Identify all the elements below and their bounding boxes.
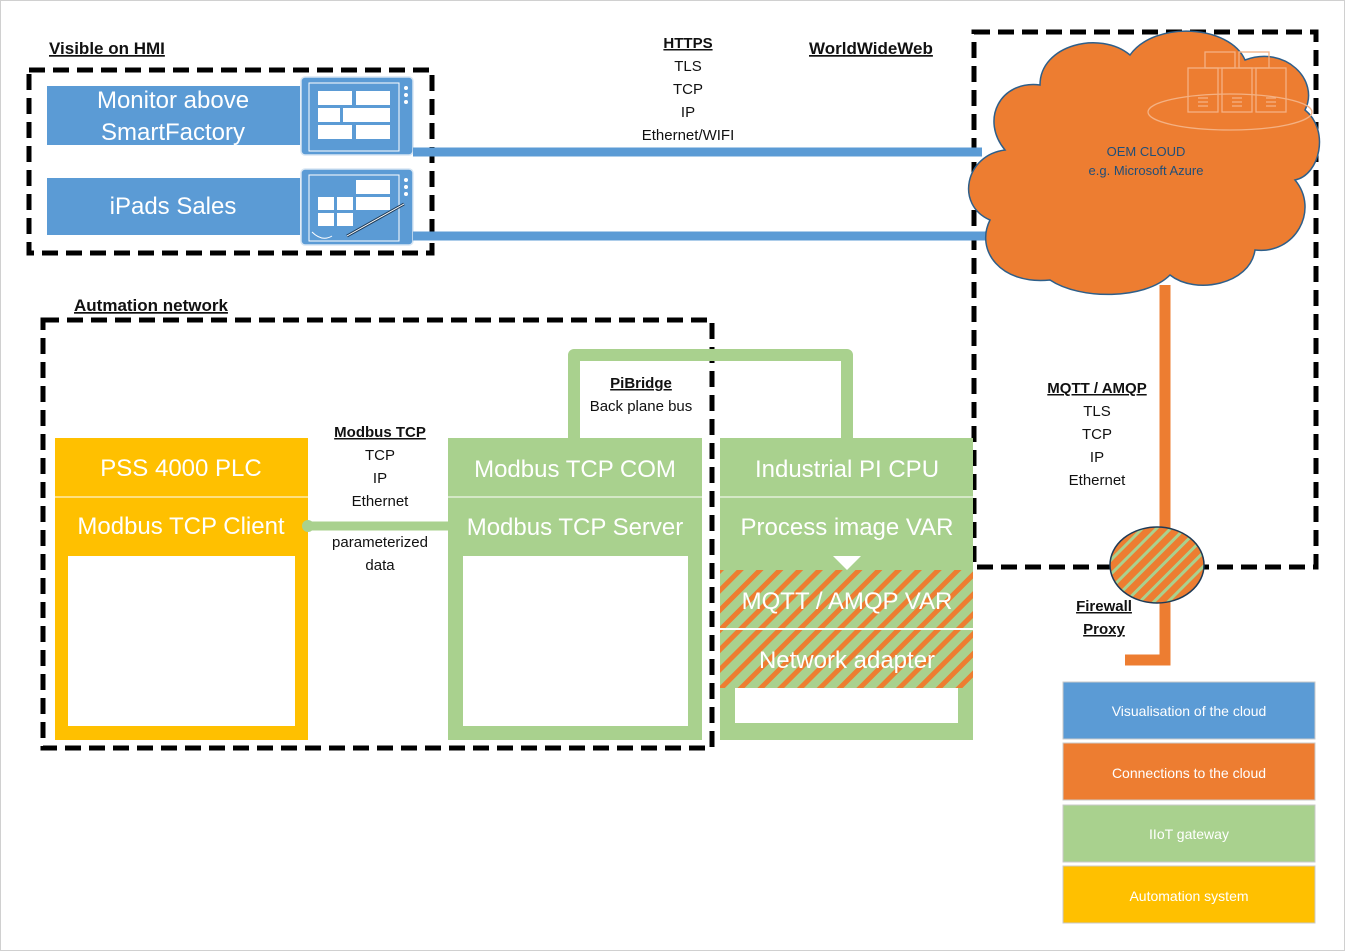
legend: Visualisation of the cloud Connections t… (1062, 681, 1316, 924)
modbus-note-line1: parameterized (332, 534, 428, 551)
legend-swatch-yellow (1062, 865, 1316, 924)
section-label-automation: Autmation network (74, 296, 228, 315)
legend-label-yellow: Automation system (1129, 888, 1248, 904)
ipads-label-box (47, 178, 300, 235)
modbus-stack-layer-1: TCP (365, 447, 395, 464)
cloud-label-line1: OEM CLOUD (1107, 144, 1186, 159)
legend-swatch-green (1062, 804, 1316, 863)
mqtt-stack-layer-3: IP (1090, 449, 1104, 466)
cpu-mqtt-label: MQTT / AMQP VAR (742, 588, 953, 615)
cpu-adapter-label: Network adapter (759, 647, 935, 674)
mqtt-stack-layer-1: TLS (1083, 403, 1111, 420)
modbus-stack-layer-3: Ethernet (352, 493, 410, 510)
com-server-label: Modbus TCP Server (467, 514, 684, 541)
oem-cloud (967, 30, 1321, 296)
section-label-hmi: Visible on HMI (49, 39, 165, 58)
legend-label-blue: Visualisation of the cloud (1112, 703, 1267, 719)
https-stack-layer-1: TLS (674, 58, 702, 75)
ipads-label: iPads Sales (110, 193, 237, 220)
cpu-process-label: Process image VAR (741, 514, 954, 541)
server-rack-icon (1147, 51, 1313, 131)
legend-swatch-orange (1062, 742, 1316, 801)
modbus-link-end (302, 520, 314, 532)
cloud-label-line2: e.g. Microsoft Azure (1089, 163, 1204, 178)
mqtt-link-cloud (1125, 285, 1171, 666)
modbus-stack-title: Modbus TCP (334, 424, 426, 441)
https-stack-layer-4: Ethernet/WIFI (642, 127, 735, 144)
automation-region (40, 317, 715, 751)
proxy-label: Proxy (1083, 621, 1125, 638)
mqtt-stack-layer-4: Ethernet (1069, 472, 1127, 489)
modbus-note-line2: data (365, 557, 395, 574)
monitor-label-line2: SmartFactory (101, 119, 245, 146)
monitor-dashboard-icon (300, 76, 414, 156)
mqtt-stack-layer-2: TCP (1082, 426, 1112, 443)
modbus-stack-layer-2: IP (373, 470, 387, 487)
section-label-www: WorldWideWeb (809, 39, 933, 58)
plc-block (55, 438, 308, 740)
firewall-proxy-ellipse (1109, 526, 1205, 604)
monitor-label-box (47, 86, 300, 145)
pibridge-bus (568, 349, 853, 440)
legend-swatch-blue (1062, 681, 1316, 740)
cpu-block (720, 438, 973, 740)
modbus-com-block (448, 438, 702, 740)
cpu-title: Industrial PI CPU (755, 456, 939, 483)
https-stack-layer-2: TCP (673, 81, 703, 98)
hmi-region (26, 67, 435, 256)
plc-title: PSS 4000 PLC (100, 455, 261, 482)
tablet-pen-icon (300, 168, 414, 246)
pibridge-title: PiBridge (610, 375, 672, 392)
legend-label-orange: Connections to the cloud (1112, 765, 1266, 781)
com-title: Modbus TCP COM (474, 456, 676, 483)
https-stack-layer-3: IP (681, 104, 695, 121)
https-stack-title: HTTPS (663, 35, 712, 52)
firewall-label: Firewall (1076, 598, 1132, 615)
pibridge-sub: Back plane bus (590, 398, 693, 415)
plc-client-label: Modbus TCP Client (77, 513, 285, 540)
pibridge-label-bg (580, 367, 702, 419)
legend-label-green: IIoT gateway (1149, 826, 1229, 842)
mqtt-stack-title: MQTT / AMQP (1047, 380, 1146, 397)
monitor-label-line1: Monitor above (97, 87, 249, 114)
